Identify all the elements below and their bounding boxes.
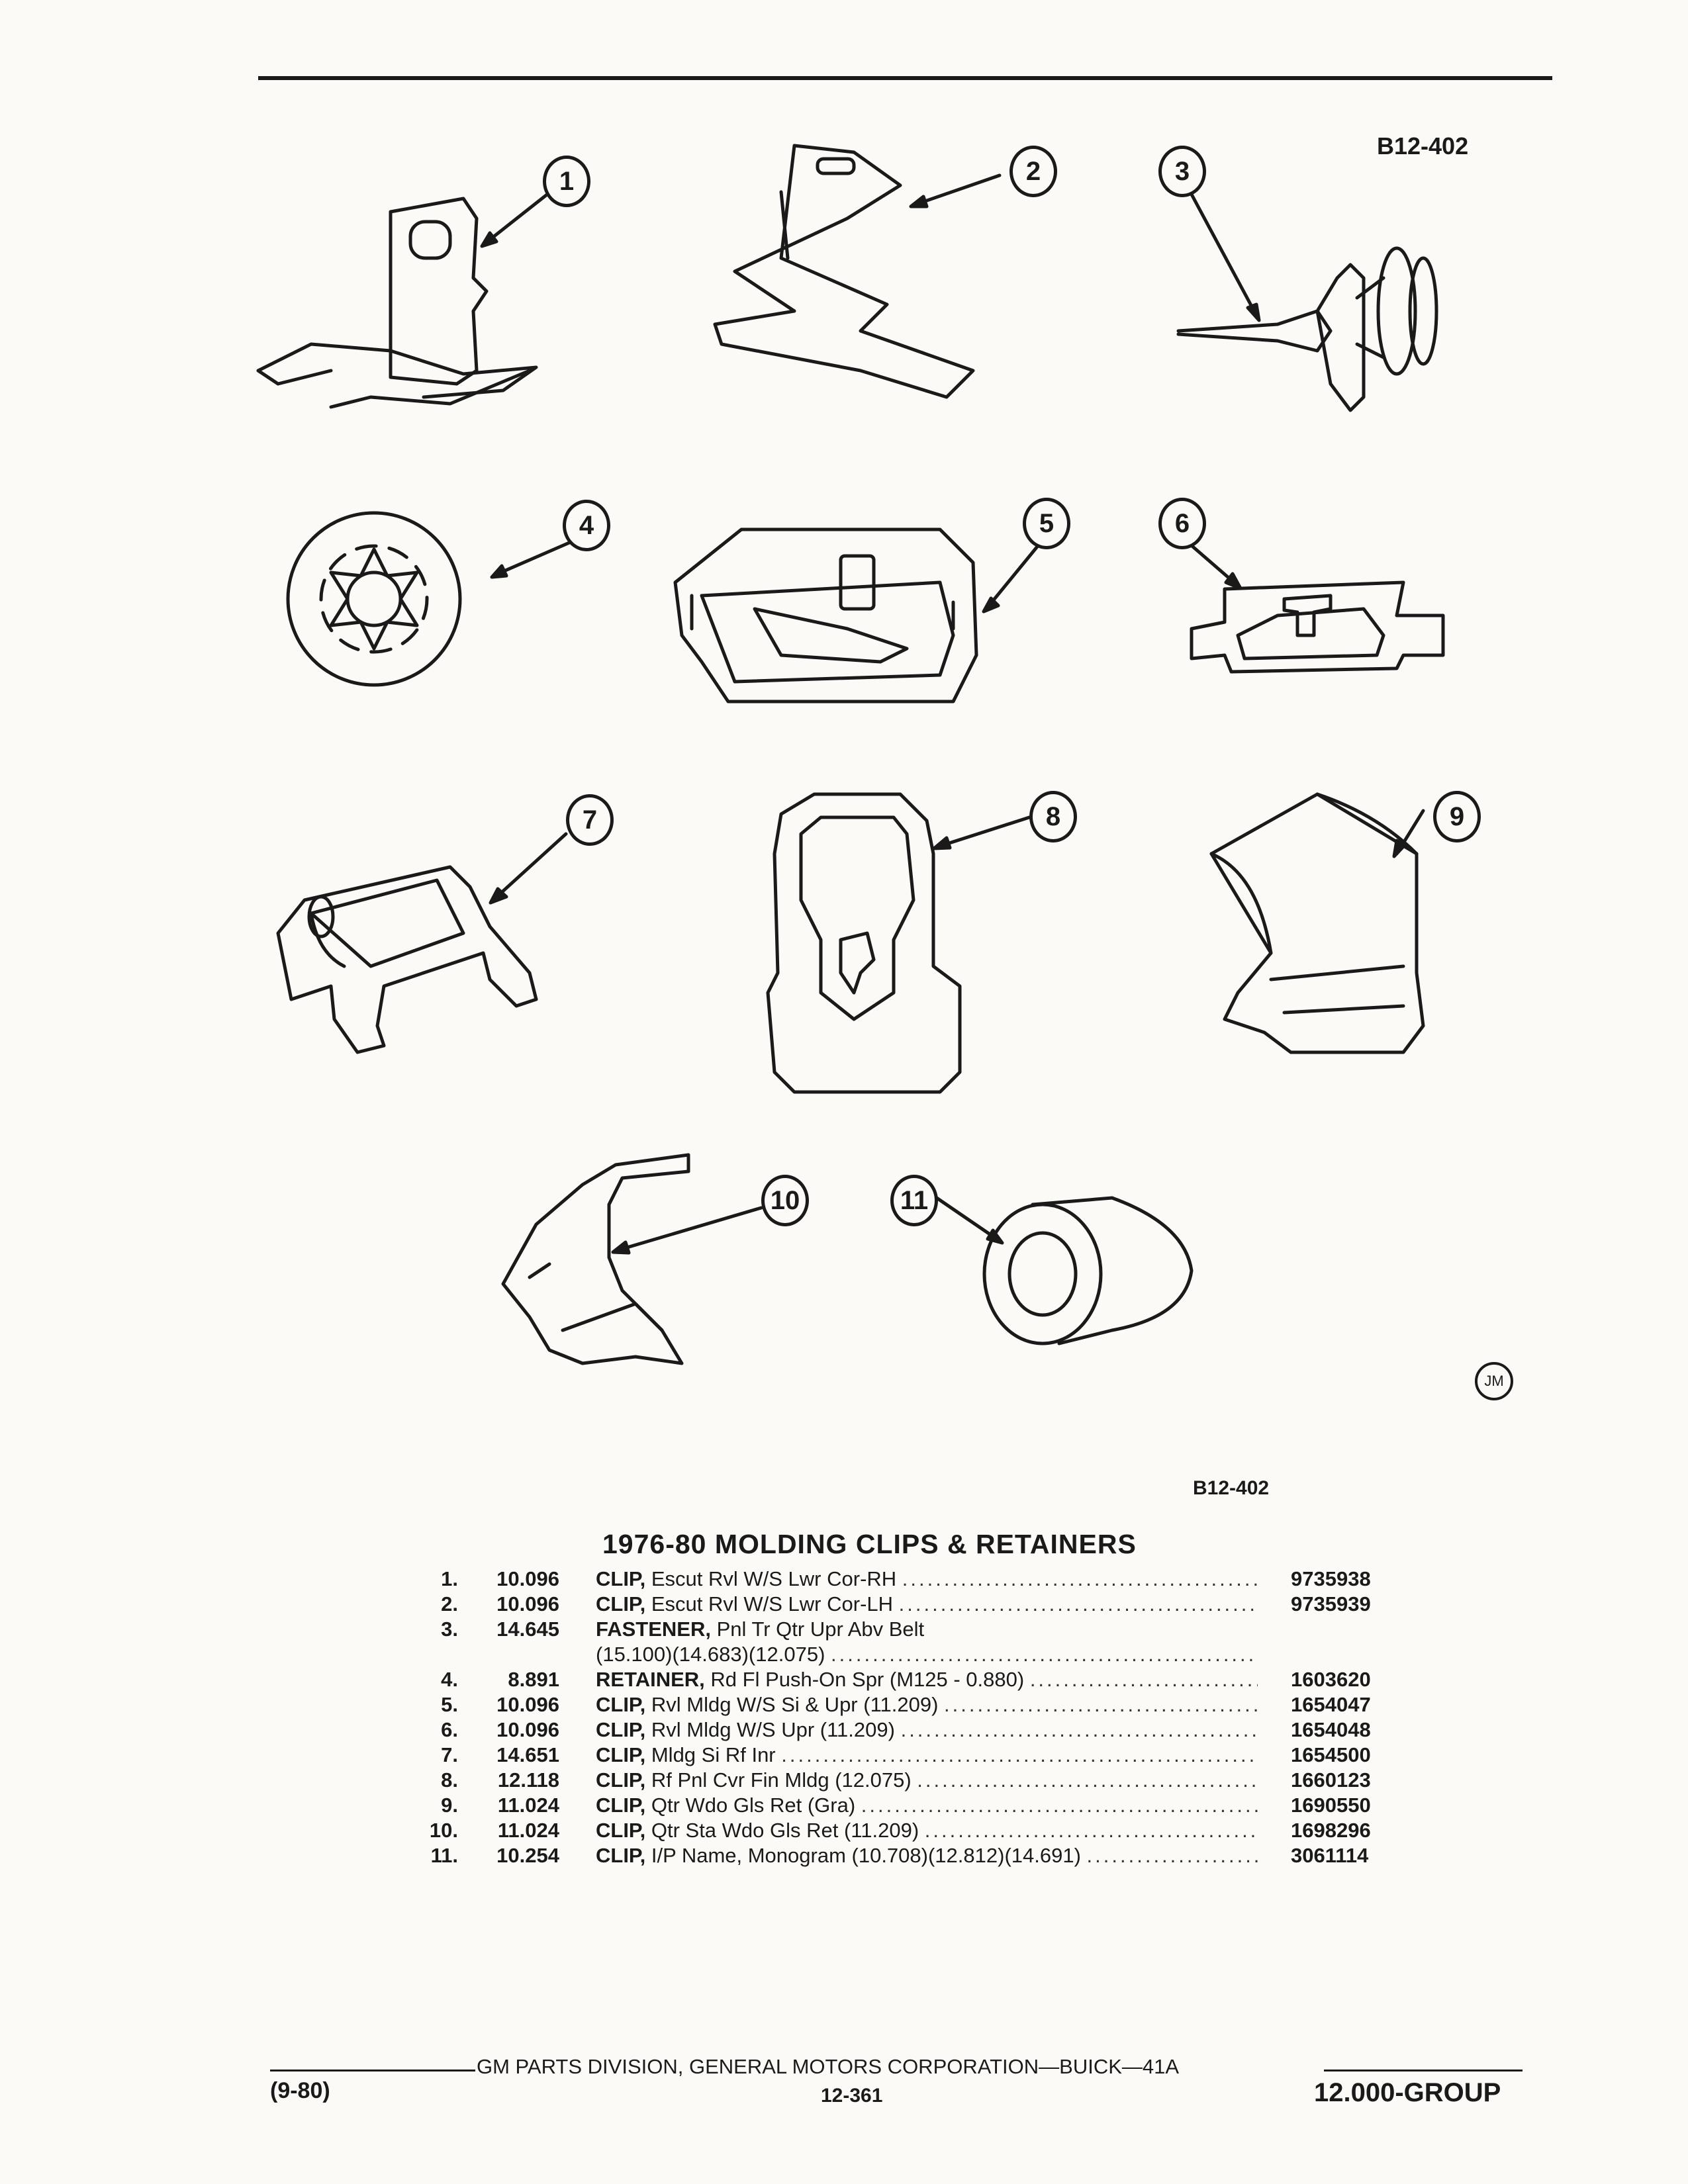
parts-row-continuation: (15.100)(14.683)(12.075) ...............… [397, 1643, 1423, 1668]
group-number: 10.096 [496, 1592, 559, 1615]
parts-row: 5. 10.096 CLIP, Rvl Mldg W/S Si & Upr (1… [397, 1693, 1423, 1718]
part-number: 1660123 [1291, 1768, 1371, 1792]
artist-mark: JM [1475, 1362, 1513, 1400]
part-10-drawing [501, 1153, 690, 1365]
item-number: 4. [441, 1668, 458, 1691]
parts-row: 1. 10.096 CLIP, Escut Rvl W/S Lwr Cor-RH… [397, 1567, 1423, 1592]
item-number: 10. [429, 1819, 458, 1842]
item-description: CLIP, Mldg Si Rf Inr ...................… [596, 1743, 1258, 1766]
part-number: 1690550 [1291, 1794, 1371, 1817]
group-number: 11.024 [497, 1794, 559, 1817]
callout-7: 7 [566, 794, 614, 846]
parts-row: 11. 10.254 CLIP, I/P Name, Monogram (10.… [397, 1844, 1423, 1869]
item-description: CLIP, Rvl Mldg W/S Upr (11.209) ........… [596, 1718, 1258, 1741]
part-3-drawing [1176, 246, 1438, 412]
part-number: 1654500 [1291, 1743, 1371, 1766]
group-number: 10.096 [496, 1567, 559, 1590]
part-number: 1603620 [1291, 1668, 1371, 1691]
item-description-continued: (15.100)(14.683)(12.075) ...............… [596, 1643, 1258, 1666]
item-number: 11. [430, 1844, 458, 1867]
callout-9: 9 [1433, 791, 1481, 842]
item-description: FASTENER, Pnl Tr Qtr Upr Abv Belt [596, 1617, 925, 1641]
item-description: CLIP, Escut Rvl W/S Lwr Cor-RH .........… [596, 1567, 1258, 1590]
item-description: CLIP, Qtr Sta Wdo Gls Ret (11.209) .....… [596, 1819, 1258, 1842]
item-number: 2. [441, 1592, 458, 1615]
parts-row: 4. 8.891 RETAINER, Rd Fl Push-On Spr (M1… [397, 1668, 1423, 1693]
illustration-code-top: B12-402 [1377, 132, 1469, 159]
part-number: 1654047 [1291, 1693, 1371, 1716]
top-rule [258, 76, 1552, 80]
part-7-drawing [276, 865, 538, 1054]
part-9-drawing [1209, 792, 1425, 1054]
footer-publisher: GM PARTS DIVISION, GENERAL MOTORS CORPOR… [477, 2055, 1180, 2078]
item-description: CLIP, I/P Name, Monogram (10.708)(12.812… [596, 1844, 1258, 1867]
part-6-drawing [1190, 580, 1445, 674]
group-number: 10.254 [496, 1844, 559, 1867]
parts-row: 8. 12.118 CLIP, Rf Pnl Cvr Fin Mldg (12.… [397, 1768, 1423, 1794]
part-1-drawing [256, 197, 538, 409]
group-number: 14.645 [496, 1617, 559, 1641]
group-number: 10.096 [496, 1693, 559, 1716]
parts-row: 6. 10.096 CLIP, Rvl Mldg W/S Upr (11.209… [397, 1718, 1423, 1743]
footer-group: 12.000-GROUP [1314, 2078, 1501, 2107]
parts-row: 9. 11.024 CLIP, Qtr Wdo Gls Ret (Gra) ..… [397, 1794, 1423, 1819]
parts-row: 10. 11.024 CLIP, Qtr Sta Wdo Gls Ret (11… [397, 1819, 1423, 1844]
footer-date: (9-80) [270, 2078, 330, 2103]
parts-row: 3. 14.645 FASTENER, Pnl Tr Qtr Upr Abv B… [397, 1617, 1423, 1643]
callout-4: 4 [563, 500, 610, 551]
footer-page-number: 12-361 [821, 2085, 883, 2107]
item-number: 3. [441, 1617, 458, 1641]
item-number: 1. [441, 1567, 458, 1590]
callout-11: 11 [890, 1175, 938, 1226]
item-number: 7. [441, 1743, 458, 1766]
part-number: 1654048 [1291, 1718, 1371, 1741]
group-number: 10.096 [496, 1718, 559, 1741]
callout-3: 3 [1158, 146, 1206, 197]
item-description: CLIP, Qtr Wdo Gls Ret (Gra) ............… [596, 1794, 1258, 1817]
group-number: 12.118 [497, 1768, 559, 1792]
group-number: 14.651 [496, 1743, 559, 1766]
part-2-drawing [713, 144, 975, 399]
callout-10: 10 [761, 1175, 809, 1226]
group-number: 8.891 [508, 1668, 559, 1691]
callout-1: 1 [543, 156, 590, 207]
part-8-drawing [766, 792, 962, 1094]
footer-rule-left [270, 2070, 475, 2071]
group-number: 11.024 [497, 1819, 559, 1842]
callout-6: 6 [1158, 498, 1206, 549]
parts-row: 2. 10.096 CLIP, Escut Rvl W/S Lwr Cor-LH… [397, 1592, 1423, 1617]
item-number: 6. [441, 1718, 458, 1741]
item-description: CLIP, Escut Rvl W/S Lwr Cor-LH .........… [596, 1592, 1258, 1615]
footer-rule-right [1324, 2070, 1523, 2071]
part-4-drawing [286, 511, 462, 687]
parts-row: 7. 14.651 CLIP, Mldg Si Rf Inr .........… [397, 1743, 1423, 1768]
item-number: 5. [441, 1693, 458, 1716]
part-5-drawing [673, 527, 978, 704]
part-11-drawing [982, 1196, 1194, 1345]
part-number: 9735938 [1291, 1567, 1371, 1590]
callout-2: 2 [1009, 146, 1057, 197]
parts-list-title: 1976-80 MOLDING CLIPS & RETAINERS [602, 1529, 1137, 1559]
item-description: CLIP, Rf Pnl Cvr Fin Mldg (12.075) .....… [596, 1768, 1258, 1792]
illustration-code-bottom: B12-402 [1193, 1477, 1270, 1499]
item-description: CLIP, Rvl Mldg W/S Si & Upr (11.209) ...… [596, 1693, 1258, 1716]
item-number: 9. [441, 1794, 458, 1817]
item-number: 8. [441, 1768, 458, 1792]
part-number: 9735939 [1291, 1592, 1371, 1615]
part-number: 3061114 [1291, 1844, 1369, 1867]
parts-list: 1. 10.096 CLIP, Escut Rvl W/S Lwr Cor-RH… [397, 1567, 1423, 1869]
callout-8: 8 [1029, 791, 1077, 842]
item-description: RETAINER, Rd Fl Push-On Spr (M125 - 0.88… [596, 1668, 1258, 1691]
part-number: 1698296 [1291, 1819, 1371, 1842]
callout-5: 5 [1023, 498, 1070, 549]
